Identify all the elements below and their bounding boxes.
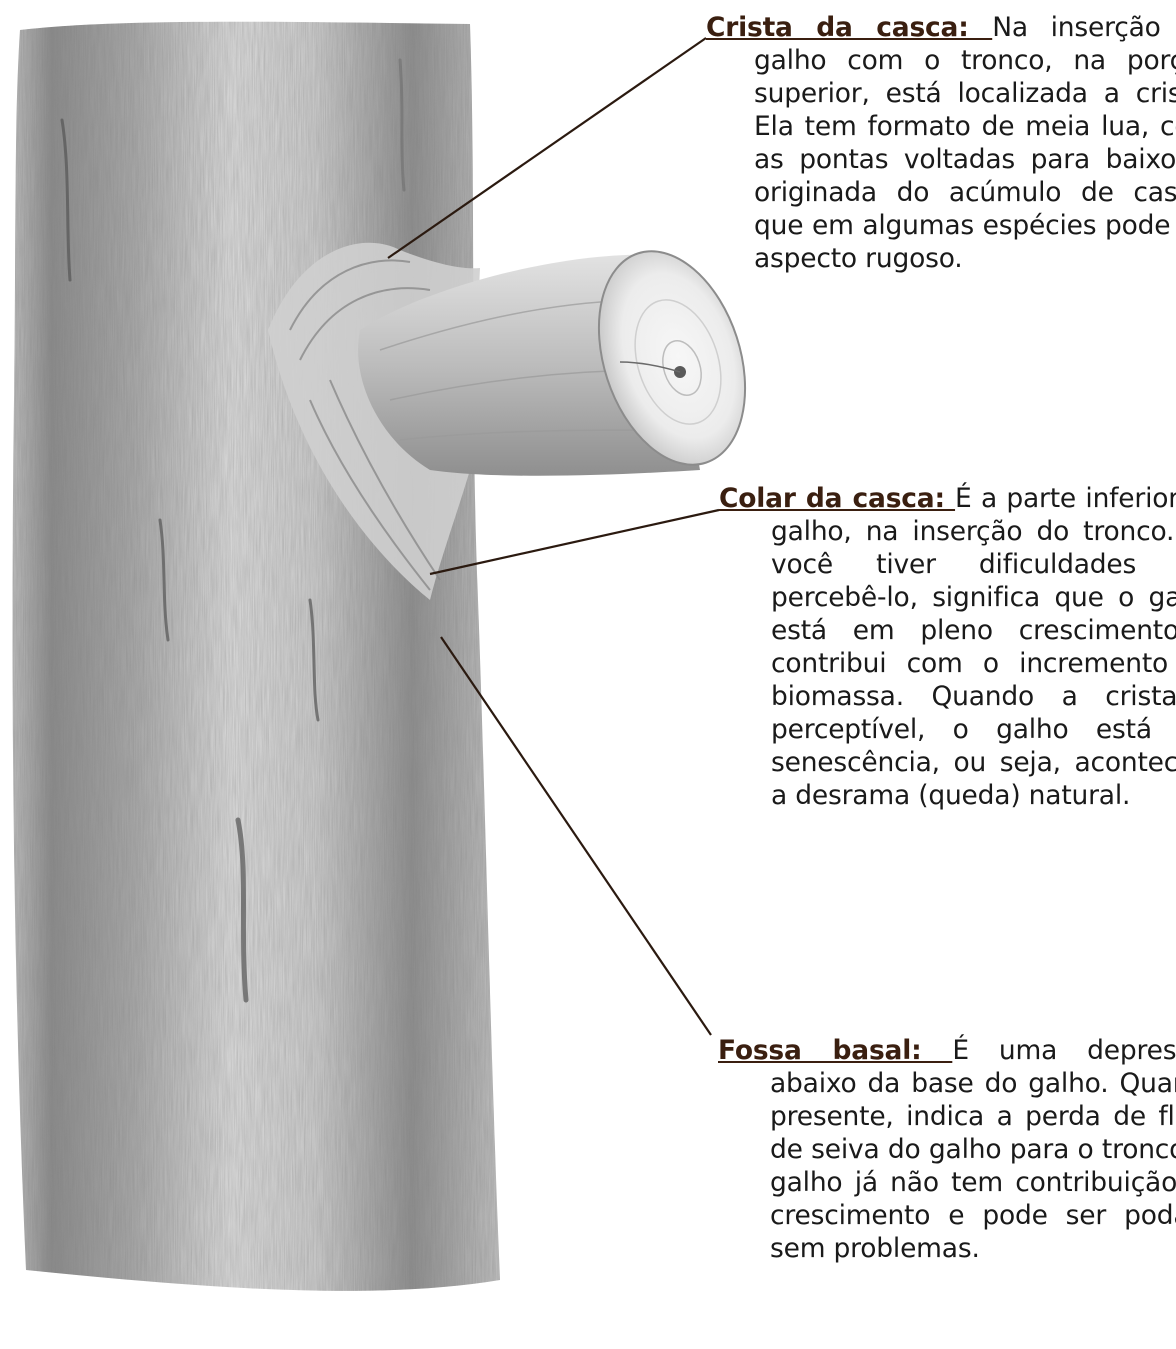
annotation-fossa: Fossa basal: É uma depressão abaixo da b… bbox=[718, 1034, 1176, 1265]
annotation-heading: Crista da casca: bbox=[706, 12, 992, 43]
annotation-body: É uma depressão abaixo da base do galho.… bbox=[770, 1035, 1176, 1264]
annotation-heading: Fossa basal: bbox=[718, 1035, 952, 1066]
annotation-body: Na inserção do galho com o tronco, na po… bbox=[754, 12, 1176, 274]
annotation-body: É a parte inferior do galho, na inserção… bbox=[771, 483, 1176, 811]
annotation-colar: Colar da casca: É a parte inferior do ga… bbox=[719, 482, 1176, 812]
annotation-heading: Colar da casca: bbox=[719, 483, 955, 514]
annotation-crista: Crista da casca: Na inserção do galho co… bbox=[706, 11, 1176, 275]
